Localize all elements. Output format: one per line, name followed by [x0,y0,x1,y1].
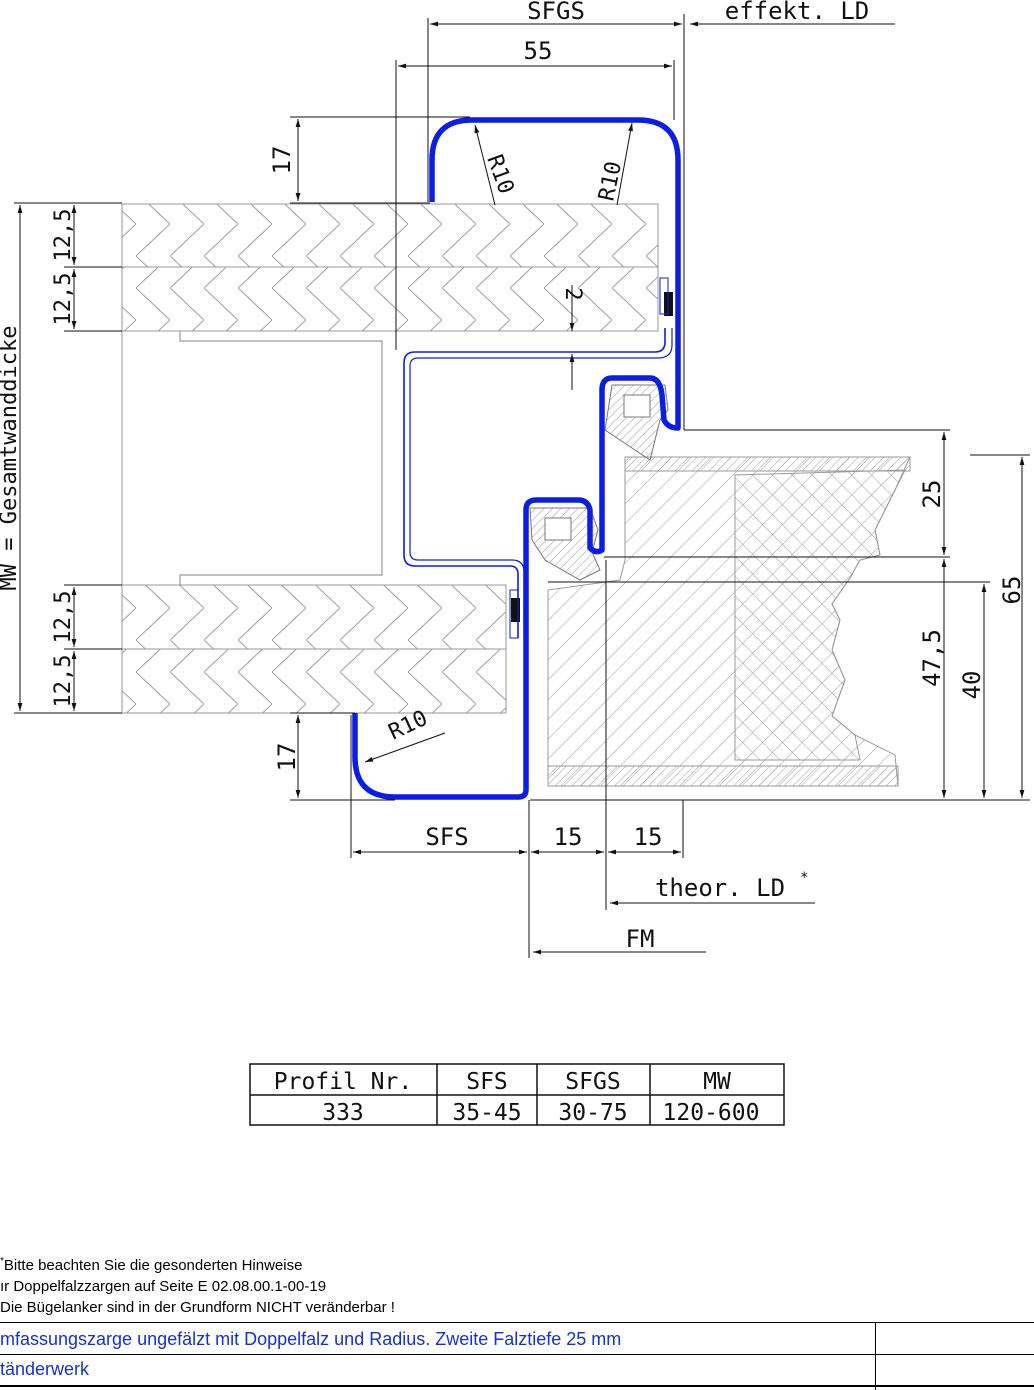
profile-table: Profil Nr. SFS SFGS MW 333 35-45 30-75 1… [249,1063,785,1126]
label-12-5-c: 12,5 [51,591,76,644]
wall-upper [121,203,659,332]
note-line-3: Die Bügelanker sind in der Grundform NIC… [0,1299,395,1316]
door-leaf [547,456,911,787]
title-block-mid-border [0,1354,1034,1355]
table-header-profil: Profil Nr. [274,1069,412,1095]
label-theor-ld-mark: * [800,870,808,886]
label-r10-left: R10 [481,152,518,198]
table-cell-profil: 333 [322,1100,364,1126]
title-line-1: mfassungszarge ungefälzt mit Doppelfalz … [0,1329,622,1349]
label-sfgs: SFGS [527,0,585,25]
label-17-top: 17 [268,146,296,175]
label-40: 40 [958,671,986,700]
label-mw: MW = Gesamtwanddicke [0,326,22,591]
dimension-lines [14,14,1030,958]
seal-upper [604,384,669,461]
label-fm: FM [626,925,655,953]
table-cell-sfs: 35-45 [452,1100,521,1126]
label-2: 2 [560,287,585,300]
buegelanker [403,328,666,638]
stud-profile [179,331,383,585]
note-asterisk: * [0,1256,4,1267]
label-47-5: 47,5 [918,629,946,687]
table-cell-sfgs: 30-75 [558,1100,627,1126]
table-header-mw: MW [703,1069,731,1095]
table-header-sfgs: SFGS [565,1069,620,1095]
label-25: 25 [918,480,946,509]
note-line-1-text: Bitte beachten Sie die gesonderten Hinwe… [3,1257,303,1274]
label-15-b: 15 [634,823,663,851]
frame-section-drawing: SFGS effekt. LD 55 17 R10 R10 12,5 12,5 … [0,0,1030,1126]
title-block-divider [875,1322,876,1390]
label-r10-right: R10 [594,159,627,203]
note-line-2: ır Doppelfalzzargen auf Seite E 02.08.00… [0,1278,327,1295]
note-line-1: *Bitte beachten Sie die gesonderten Hinw… [0,1256,302,1274]
label-15-a: 15 [554,823,583,851]
label-17-bottom: 17 [273,743,301,772]
title-line-2: tänderwerk [0,1359,90,1379]
label-theor-ld: theor. LD [655,874,785,902]
label-effekt-ld: effekt. LD [725,0,870,25]
table-cell-mw: 120-600 [663,1100,760,1126]
label-sfs: SFS [425,823,468,851]
label-12-5-d: 12,5 [51,655,76,708]
label-55: 55 [524,37,553,65]
label-12-5-a: 12,5 [51,209,76,262]
adhesive-pad-lower [511,598,520,622]
wall-lower [121,584,507,714]
title-block-bottom-border [0,1385,1034,1387]
zarge-profile [352,117,681,800]
label-65: 65 [998,576,1026,605]
title-block-top-border [0,1322,1034,1323]
label-12-5-b: 12,5 [51,273,76,326]
table-header-sfs: SFS [466,1069,508,1095]
seal-lower [529,507,601,581]
